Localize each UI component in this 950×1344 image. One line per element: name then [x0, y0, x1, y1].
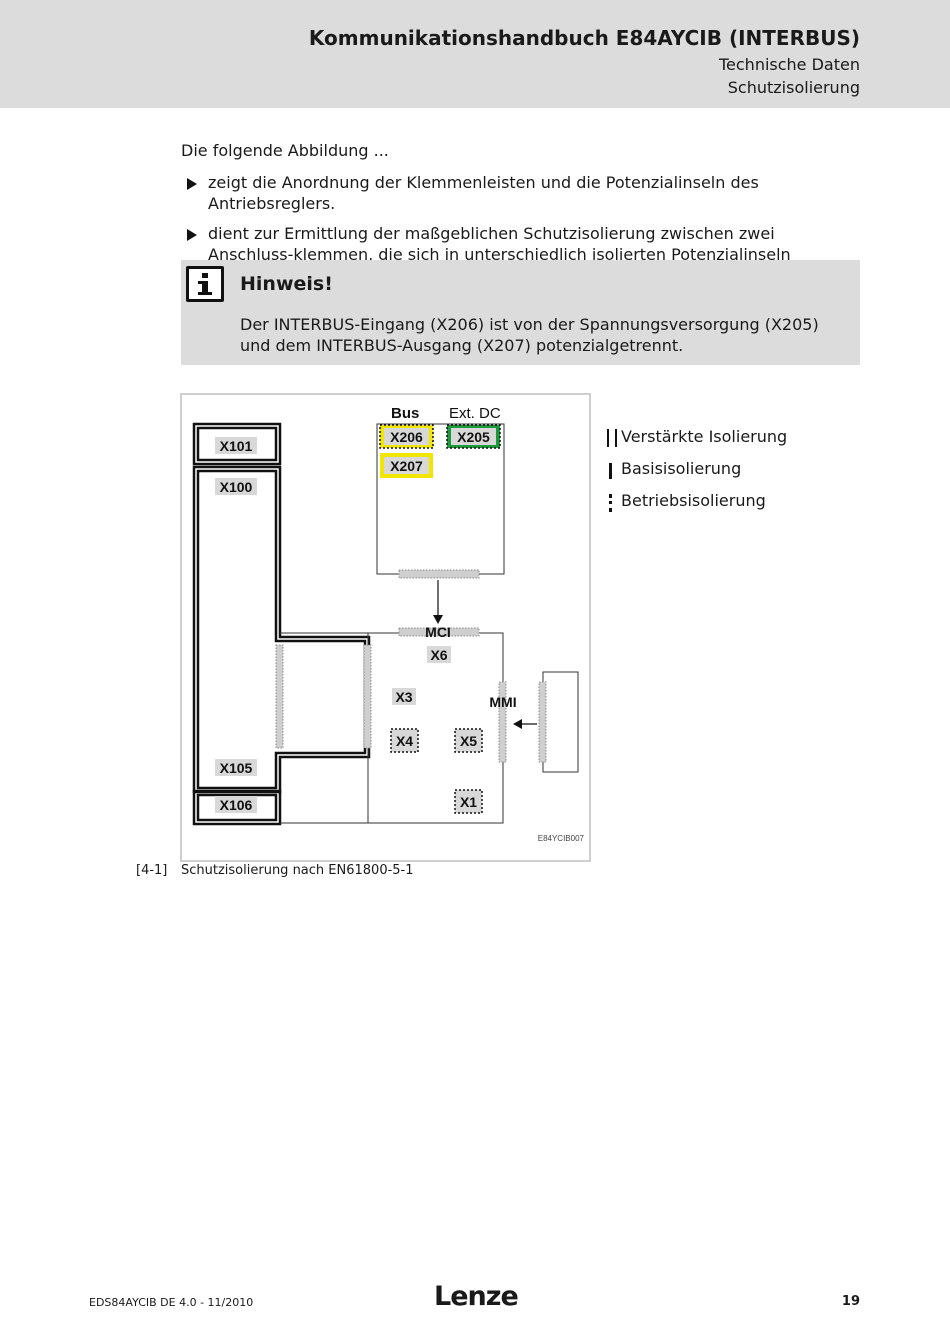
- list-item: dient zur Ermittlung der maßgeblichen Sc…: [181, 223, 861, 286]
- isolation-diagram: Bus Ext. DC X206 X205 X207 X101 X100 X10…: [180, 393, 591, 862]
- lenze-logo: Lenze: [434, 1281, 519, 1312]
- figure-caption: Schutzisolierung nach EN61800-5-1: [181, 863, 414, 878]
- document-title: Kommunikationshandbuch E84AYCIB (INTERBU…: [308, 26, 860, 50]
- label-x5: X5: [460, 733, 477, 749]
- bullet-list: zeigt die Anordnung der Klemmenleisten u…: [181, 172, 861, 295]
- label-x205: X205: [457, 429, 490, 445]
- mmi-panel: [542, 671, 579, 773]
- legend-label: Verstärkte Isolierung: [621, 427, 788, 446]
- figure-code: E84YCIB007: [538, 834, 585, 843]
- label-x101: X101: [220, 438, 253, 454]
- legend-item: Verstärkte Isolierung: [605, 427, 787, 459]
- footer-doc-id: EDS84AYCIB DE 4.0 - 11/2010: [89, 1296, 254, 1309]
- legend-item: Betriebsisolierung: [605, 491, 787, 523]
- bullet-arrow-icon: [187, 229, 197, 241]
- label-x3: X3: [395, 689, 412, 705]
- bullet-arrow-icon: [187, 178, 197, 190]
- label-mci: MCI: [425, 624, 451, 640]
- legend: Verstärkte Isolierung Basisisolierung Be…: [605, 427, 787, 523]
- label-bus: Bus: [391, 405, 419, 422]
- note-text: Der INTERBUS-Eingang (X206) ist von der …: [240, 315, 819, 355]
- dotted-line-icon: [609, 494, 612, 512]
- double-line-icon: [607, 429, 617, 447]
- label-extdc: Ext. DC: [449, 405, 501, 422]
- legend-label: Betriebsisolierung: [621, 491, 766, 510]
- label-x105: X105: [220, 760, 253, 776]
- left-potential-island: [192, 422, 371, 826]
- label-mmi: MMI: [489, 694, 516, 710]
- page-header: Kommunikationshandbuch E84AYCIB (INTERBU…: [0, 0, 950, 108]
- legend-label: Basisisolierung: [621, 459, 742, 478]
- arrow-down-icon: [433, 615, 443, 624]
- label-x206: X206: [390, 429, 423, 445]
- figure-number: [4-1]: [136, 863, 168, 878]
- arrow-left-icon: [513, 719, 522, 729]
- label-x100: X100: [220, 479, 253, 495]
- label-x207: X207: [390, 458, 423, 474]
- legend-item: Basisisolierung: [605, 459, 787, 491]
- label-x106: X106: [220, 797, 253, 813]
- page-number: 19: [841, 1294, 860, 1309]
- label-x4: X4: [396, 733, 413, 749]
- intro-text: Die folgende Abbildung ...: [181, 141, 389, 160]
- list-item: zeigt die Anordnung der Klemmenleisten u…: [181, 172, 861, 214]
- single-line-icon: [609, 463, 612, 479]
- bullet-text: zeigt die Anordnung der Klemmenleisten u…: [208, 173, 759, 213]
- bullet-text: dient zur Ermittlung der maßgeblichen Sc…: [208, 224, 791, 285]
- info-icon: [186, 266, 224, 302]
- note-heading: Hinweis!: [240, 273, 333, 295]
- section-title: Schutzisolierung: [727, 78, 860, 97]
- label-x1: X1: [460, 794, 477, 810]
- chapter-title: Technische Daten: [718, 55, 860, 74]
- note-box: Hinweis! Der INTERBUS-Eingang (X206) ist…: [181, 260, 860, 365]
- label-x6: X6: [430, 647, 447, 663]
